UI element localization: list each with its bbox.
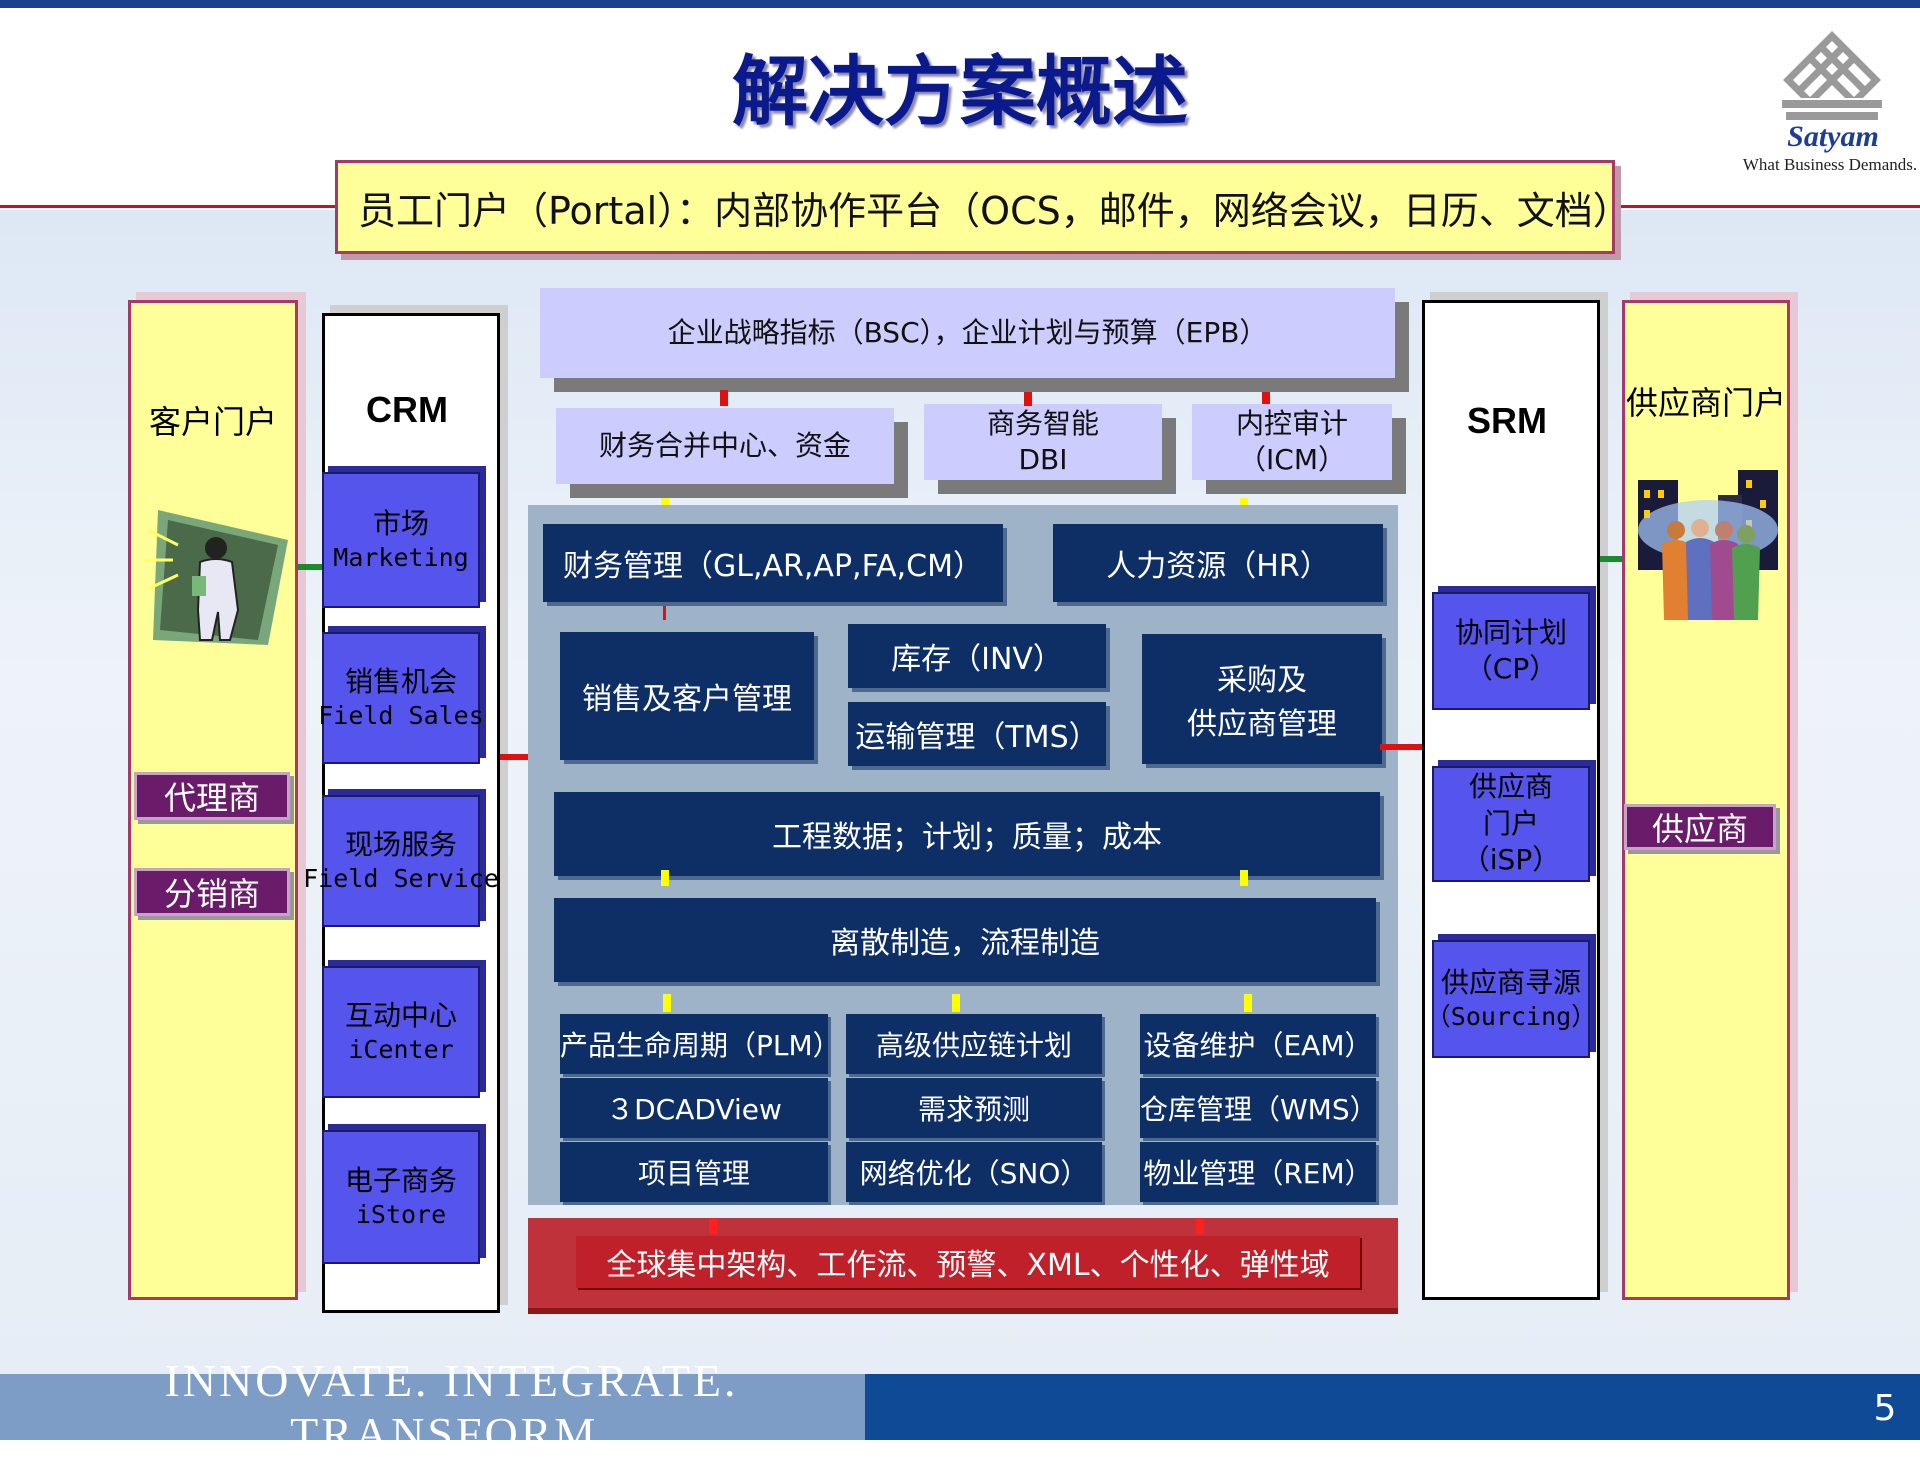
crm-item-field-sales[interactable]: 销售机会 Field Sales bbox=[318, 632, 484, 764]
top-bar bbox=[0, 0, 1920, 8]
crm-item-zh: 电子商务 bbox=[344, 1163, 457, 1197]
transport-module[interactable]: 运输管理（TMS） bbox=[848, 702, 1106, 766]
satyam-logo-icon bbox=[1772, 31, 1892, 122]
connector bbox=[1262, 392, 1270, 404]
wms-module[interactable]: 仓库管理（WMS） bbox=[1140, 1078, 1378, 1138]
connector bbox=[952, 994, 960, 1012]
cadview-module[interactable]: ３DCADView bbox=[560, 1078, 828, 1138]
finance-module[interactable]: 财务管理（GL,AR,AP,FA,CM） bbox=[543, 524, 1003, 602]
sales-module[interactable]: 销售及客户管理 bbox=[560, 632, 814, 760]
supplier-portal-column bbox=[1622, 300, 1790, 1300]
bi-sub: DBI bbox=[1018, 443, 1068, 476]
srm-item-sub: （CP） bbox=[1464, 652, 1558, 685]
purchase-module[interactable]: 采购及 供应商管理 bbox=[1142, 634, 1382, 764]
connector bbox=[1600, 556, 1622, 562]
crm-item-en: Field Sales bbox=[318, 700, 484, 730]
srm-item-sub: （Sourcing） bbox=[1425, 1001, 1597, 1031]
icm-label: 内控审计 bbox=[1235, 406, 1348, 440]
hr-module[interactable]: 人力资源（HR） bbox=[1053, 524, 1383, 602]
connector bbox=[500, 754, 528, 760]
connector bbox=[298, 564, 322, 570]
demand-forecast-module[interactable]: 需求预测 bbox=[846, 1078, 1102, 1138]
crm-item-icenter[interactable]: 互动中心 iCenter bbox=[322, 966, 480, 1098]
customer-figure-icon bbox=[143, 510, 288, 645]
srm-item-title: 供应商 bbox=[1468, 770, 1553, 804]
agent-tag: 代理商 bbox=[134, 772, 290, 820]
srm-item-cp[interactable]: 协同计划 （CP） bbox=[1432, 592, 1590, 710]
slide-title: 解决方案概述 bbox=[732, 47, 1188, 136]
crm-item-en: iStore bbox=[355, 1199, 447, 1229]
manufacturing-module[interactable]: 离散制造，流程制造 bbox=[554, 898, 1376, 982]
rem-module[interactable]: 物业管理（REM） bbox=[1140, 1142, 1376, 1202]
crm-item-zh: 销售机会 bbox=[344, 664, 457, 698]
srm-item-title: 协同计划 bbox=[1454, 615, 1567, 649]
crm-item-marketing[interactable]: 市场 Marketing bbox=[322, 472, 480, 608]
srm-item-sub: 门户 bbox=[1482, 806, 1539, 840]
logo-name: Satyam bbox=[1787, 120, 1879, 153]
crm-item-field-service[interactable]: 现场服务 Field Service bbox=[303, 795, 499, 927]
distributor-tag: 分销商 bbox=[134, 868, 290, 916]
connector bbox=[663, 606, 666, 620]
connector bbox=[1380, 744, 1424, 750]
header-divider-right bbox=[1615, 205, 1920, 208]
purchase-sub: 供应商管理 bbox=[1187, 707, 1337, 742]
crm-item-en: Field Service bbox=[303, 863, 499, 893]
eam-module[interactable]: 设备维护（EAM） bbox=[1140, 1014, 1376, 1074]
connector bbox=[663, 994, 671, 1012]
strategy-box[interactable]: 企业战略指标（BSC），企业计划与预算（EPB） bbox=[540, 288, 1395, 378]
crm-item-zh: 互动中心 bbox=[344, 998, 457, 1032]
plm-module[interactable]: 产品生命周期（PLM） bbox=[560, 1014, 841, 1074]
employee-portal-bar: 员工门户（Portal）：内部协作平台（OCS，邮件，网络会议，日历、文档） bbox=[335, 160, 1631, 254]
icm-box[interactable]: 内控审计 （ICM） bbox=[1192, 404, 1392, 480]
srm-item-sub2: （iSP） bbox=[1461, 843, 1561, 877]
employee-portal-label: 员工门户（Portal）：内部协作平台（OCS，邮件，网络会议，日历、文档） bbox=[358, 188, 1631, 233]
crm-item-en: Marketing bbox=[333, 542, 469, 572]
bi-label: 商务智能 bbox=[986, 406, 1099, 440]
bi-box[interactable]: 商务智能 DBI bbox=[924, 404, 1162, 480]
architecture-base-label: 全球集中架构、工作流、预警、XML、个性化、弹性域 bbox=[576, 1236, 1360, 1288]
supplier-people-icon bbox=[1638, 470, 1778, 620]
customer-portal-label: 客户门户 bbox=[148, 403, 277, 441]
srm-item-title: 供应商寻源 bbox=[1440, 965, 1581, 999]
crm-item-istore[interactable]: 电子商务 iStore bbox=[322, 1130, 480, 1264]
supplier-portal-label: 供应商门户 bbox=[1625, 384, 1786, 422]
inventory-module[interactable]: 库存（INV） bbox=[848, 624, 1106, 688]
srm-item-sourcing[interactable]: 供应商寻源 （Sourcing） bbox=[1426, 940, 1596, 1058]
connector bbox=[1240, 870, 1248, 886]
engineering-module[interactable]: 工程数据；计划；质量；成本 bbox=[554, 792, 1380, 876]
connector bbox=[720, 390, 728, 406]
connector bbox=[1196, 1218, 1204, 1234]
connector bbox=[1244, 994, 1252, 1012]
footer-slogan: INNOVATE. INTEGRATE. TRANSFORM. bbox=[0, 1355, 865, 1459]
supplier-tag: 供应商 bbox=[1624, 804, 1776, 850]
purchase-label: 采购及 bbox=[1217, 663, 1307, 698]
supply-chain-planning-module[interactable]: 高级供应链计划 bbox=[846, 1014, 1102, 1074]
network-optimization-module[interactable]: 网络优化（SNO） bbox=[846, 1142, 1102, 1202]
finance-center-box[interactable]: 财务合并中心、资金 bbox=[556, 408, 894, 484]
logo-tagline: What Business Demands. bbox=[1742, 155, 1918, 174]
srm-label: SRM bbox=[1467, 400, 1547, 441]
crm-item-zh: 现场服务 bbox=[344, 827, 457, 861]
crm-item-zh: 市场 bbox=[372, 506, 429, 540]
connector bbox=[1024, 392, 1032, 406]
srm-item-isp[interactable]: 供应商 门户 （iSP） bbox=[1432, 766, 1590, 882]
connector bbox=[709, 1218, 717, 1234]
header-divider-left bbox=[0, 205, 335, 208]
project-management-module[interactable]: 项目管理 bbox=[560, 1142, 828, 1202]
page-number: 5 bbox=[1873, 1387, 1897, 1429]
icm-sub: （ICM） bbox=[1238, 443, 1346, 476]
crm-item-en: iCenter bbox=[348, 1034, 454, 1064]
crm-label: CRM bbox=[366, 389, 448, 430]
connector bbox=[661, 870, 669, 886]
